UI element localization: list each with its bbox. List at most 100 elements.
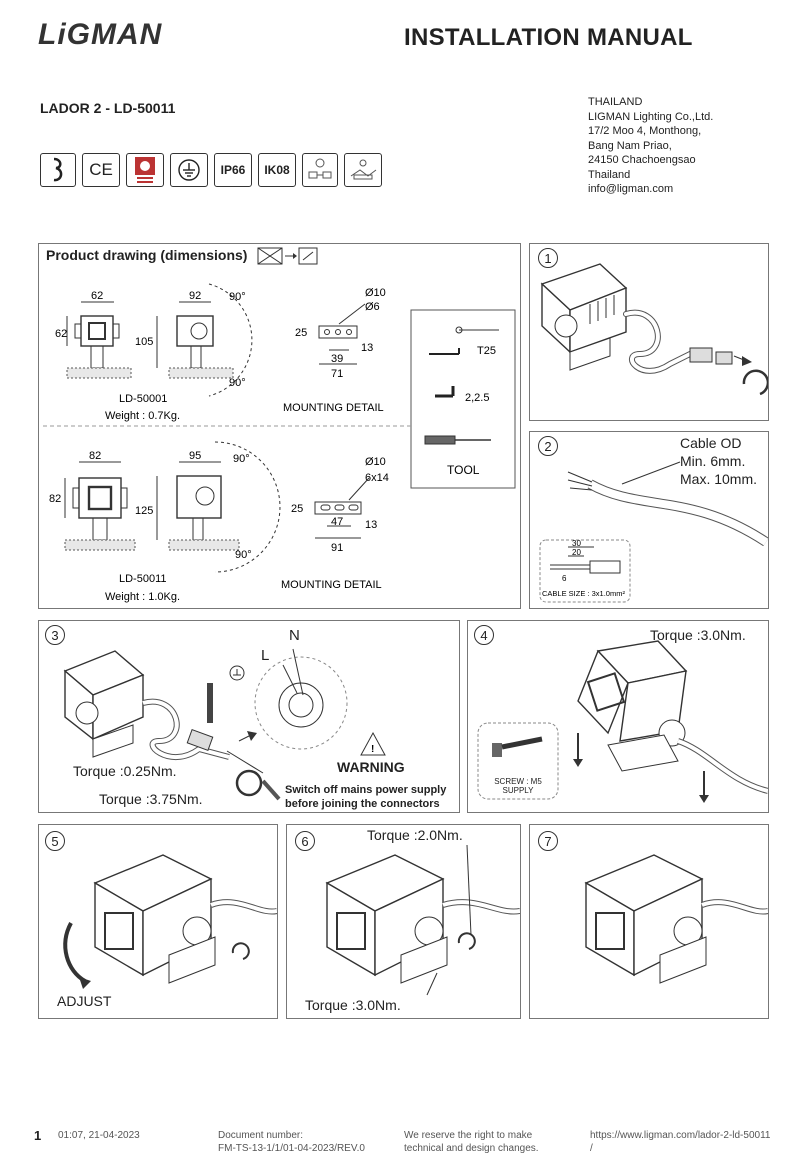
footer-doc-number: FM-TS-13-1/1/01-04-2023/REV.0 bbox=[218, 1142, 365, 1154]
footer-timestamp: 01:07, 21-04-2023 bbox=[58, 1130, 140, 1141]
address-line: 24150 Chachoengsao bbox=[588, 154, 696, 166]
adjust-label: ADJUST bbox=[57, 993, 112, 1009]
torque-label: Torque :3.0Nm. bbox=[650, 627, 746, 643]
cable-size-label: CABLE SIZE : 3x1.0mm² bbox=[542, 589, 625, 598]
torque-0-25-label: Torque :0.25Nm. bbox=[73, 763, 177, 779]
mounting-illustration bbox=[477, 640, 768, 803]
step-4-panel: 4 Torque :3.0Nm. SCREW : M5 SUPPLY bbox=[467, 620, 769, 813]
step-7-panel: 7 bbox=[529, 824, 769, 1019]
ip66-badge: IP66 bbox=[214, 153, 252, 187]
footer-doc-label: Document number: bbox=[218, 1130, 304, 1141]
step-3-panel: 3 ! L N Torque :0.25Nm. Torque :3.75Nm. … bbox=[38, 620, 460, 813]
mount-small-outer: 71 bbox=[331, 368, 343, 380]
mount-large-outer: 91 bbox=[331, 542, 343, 554]
mount-small-t: 13 bbox=[361, 342, 373, 354]
dim-small-height: 62 bbox=[55, 328, 67, 340]
footer-rights-2: technical and design changes. bbox=[404, 1142, 539, 1154]
mount-small-inner: 39 bbox=[331, 353, 343, 365]
step-number: 2 bbox=[538, 436, 558, 456]
mount-small-label: MOUNTING DETAIL bbox=[283, 402, 384, 414]
address-line: THAILAND bbox=[588, 96, 643, 108]
product-title: LADOR 2 - LD-50011 bbox=[40, 100, 176, 116]
dimension-drawings: 62 62 92 105 90° 90° LD-50001 Weight : 0… bbox=[43, 283, 516, 603]
dim-large-width: 82 bbox=[89, 450, 101, 462]
mount-large-h: 25 bbox=[291, 503, 303, 515]
step-number: 3 bbox=[45, 625, 65, 645]
tighten-illustration bbox=[325, 844, 520, 996]
torque-top-label: Torque :2.0Nm. bbox=[367, 827, 463, 843]
cable-od-label: Cable OD bbox=[680, 435, 742, 451]
drawing-title: Product drawing (dimensions) bbox=[46, 247, 248, 263]
address-line: Thailand bbox=[588, 168, 631, 181]
angle-large-bottom: 90° bbox=[235, 549, 252, 561]
installed-fixture-illustration bbox=[584, 854, 768, 984]
footer-url-1[interactable]: https://www.ligman.com/lador-2-ld-50011 bbox=[590, 1130, 771, 1141]
step-number: 6 bbox=[295, 831, 315, 851]
dim-large-total-height: 125 bbox=[135, 505, 153, 517]
cable-min-label: Min. 6mm. bbox=[680, 453, 746, 469]
tool-torx: T25 bbox=[477, 345, 496, 357]
strip-length-6: 6 bbox=[562, 574, 567, 583]
screw-label: SCREW : M5 bbox=[494, 777, 542, 786]
wiring-illustration: ! bbox=[63, 648, 386, 801]
product-drawing-panel: Product drawing (dimensions) 62 62 92 10… bbox=[38, 243, 521, 609]
mount-large-inner: 47 bbox=[331, 516, 343, 528]
step-5-panel: 5 ADJUST bbox=[38, 824, 278, 1019]
mount-small-hole-small: Ø6 bbox=[365, 301, 380, 313]
company-address: THAILAND LIGMAN Lighting Co.,Ltd. 17/2 M… bbox=[588, 95, 713, 197]
strip-length-20: 20 bbox=[572, 548, 581, 557]
angle-large-top: 90° bbox=[233, 453, 250, 465]
cable-illustration bbox=[539, 461, 768, 603]
footer-rights-1: We reserve the right to make bbox=[404, 1130, 533, 1141]
step-2-panel: 2 Cable OD Min. 6mm. Max. 10mm. 30 20 6 … bbox=[529, 431, 769, 609]
step-number: 4 bbox=[474, 625, 494, 645]
warning-title: WARNING bbox=[337, 759, 405, 775]
ik08-badge: IK08 bbox=[258, 153, 296, 187]
mount-small-hole-large: Ø10 bbox=[365, 287, 386, 299]
torque-3-75-label: Torque :3.75Nm. bbox=[99, 791, 203, 807]
strip-length-diagram: 30 20 6 CABLE SIZE : 3x1.0mm² bbox=[542, 539, 625, 598]
address-email: info@ligman.com bbox=[588, 183, 674, 195]
address-line: Bang Nam Priao, bbox=[588, 139, 672, 152]
mount-large-hole: Ø10 bbox=[365, 456, 386, 468]
step-1-panel: 1 bbox=[529, 243, 769, 421]
document-title: INSTALLATION MANUAL bbox=[404, 24, 693, 51]
weight-large: Weight : 1.0Kg. bbox=[105, 591, 180, 603]
fixture-illustration bbox=[540, 263, 768, 396]
dim-large-height: 82 bbox=[49, 493, 61, 505]
connector-symbol-icon bbox=[344, 153, 382, 187]
cable-max-label: Max. 10mm. bbox=[680, 471, 758, 487]
tool-hex: 2,2.5 bbox=[465, 392, 489, 404]
fire-safety-icon bbox=[126, 153, 164, 187]
angle-small-top: 90° bbox=[229, 291, 246, 303]
ligman-logo: LiGMAN bbox=[38, 18, 163, 51]
weight-small: Weight : 0.7Kg. bbox=[105, 410, 180, 422]
model-small: LD-50001 bbox=[119, 393, 167, 405]
angle-small-bottom: 90° bbox=[229, 377, 246, 389]
page-number: 1 bbox=[34, 1128, 42, 1143]
warning-text-1: Switch off mains power supply bbox=[285, 784, 447, 796]
mount-small-h: 25 bbox=[295, 327, 307, 339]
dim-small-width: 62 bbox=[91, 290, 103, 302]
torque-bottom-label: Torque :3.0Nm. bbox=[305, 997, 401, 1013]
class-ii-icon bbox=[40, 153, 76, 187]
footer-url-link[interactable]: https://www.ligman.com/lador-2-ld-50011 … bbox=[590, 1130, 770, 1155]
live-wire-label: L bbox=[261, 647, 270, 664]
tool-label: TOOL bbox=[447, 463, 480, 477]
mounting-type-icon bbox=[257, 247, 318, 265]
ce-mark-icon: CE bbox=[82, 153, 120, 187]
step-number: 7 bbox=[538, 831, 558, 851]
screw-supply-label: SUPPLY bbox=[502, 786, 534, 795]
step-number: 1 bbox=[538, 248, 558, 268]
strip-length-30: 30 bbox=[572, 539, 581, 548]
adjust-illustration bbox=[63, 854, 277, 989]
earth-ground-icon bbox=[170, 153, 208, 187]
mount-large-t: 13 bbox=[365, 519, 377, 531]
address-line: 17/2 Moo 4, Monthong, bbox=[588, 125, 702, 137]
step-6-panel: 6 Torque :2.0Nm. Torque :3.0Nm. bbox=[286, 824, 521, 1019]
footer-url-2[interactable]: / bbox=[590, 1142, 593, 1154]
dim-small-depth: 92 bbox=[189, 290, 201, 302]
step-number: 5 bbox=[45, 831, 65, 851]
wiring-symbol-icon bbox=[302, 153, 338, 187]
warning-text-2: before joining the connectors bbox=[285, 798, 440, 810]
